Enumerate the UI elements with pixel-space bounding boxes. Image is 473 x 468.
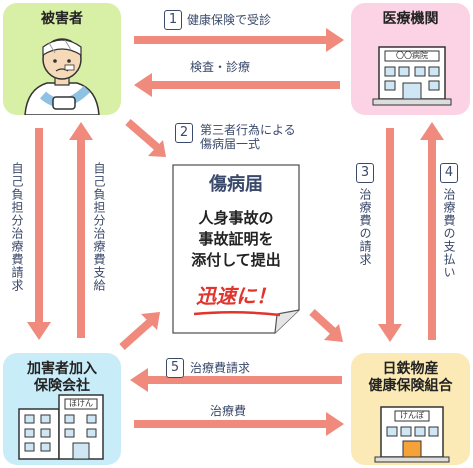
step-4-badge: 4 (440, 163, 458, 183)
injured-person-icon (24, 38, 100, 115)
step-1-badge: 1 (164, 10, 182, 30)
document-stamp: 迅速に！ (196, 284, 276, 308)
left-up-label: 自己負担分治療費支給 (92, 162, 106, 292)
step-5-label: 治療費請求 (190, 361, 251, 375)
left-down-label: 自己負担分治療費請求 (10, 162, 24, 292)
arrow-victim-to-medical (134, 28, 344, 52)
arrow-medical-to-kumiai (378, 128, 402, 342)
arrow-insurer-to-kumiai (134, 412, 344, 436)
arrow-insurer-to-victim (69, 122, 93, 338)
kumiai-node: 日鉄物産 健康保険組合 けんぽ (351, 353, 470, 465)
step-1-label: 健康保険で受診 (187, 13, 272, 27)
arrow-document-to-kumiai (309, 309, 343, 342)
step-3-label: 治療費の請求 (358, 188, 372, 266)
document-body: 人身事故の 事故証明を 添付して提出 (191, 209, 281, 269)
insurer-node: 加害者加入 保険会社 ほけん (3, 353, 121, 465)
step-2-label: 第三者行為による 傷病届一式 (200, 123, 296, 151)
stamp-underline (193, 310, 281, 317)
document-title: 傷病届 (209, 174, 263, 195)
treatment-fee-label: 治療費 (210, 404, 247, 418)
kumiai-sign: けんぽ (400, 411, 424, 420)
kumiai-building-icon (374, 406, 450, 463)
hospital-building-icon (372, 46, 452, 106)
arrow-kumiai-to-insurer (130, 368, 342, 392)
victim-node: 被害者 (3, 3, 121, 115)
hospital-sign: 〇〇病院 (396, 51, 428, 60)
step-4-label: 治療費の支払い (442, 188, 456, 279)
medical-node: 医療機関 〇〇病院 (351, 3, 470, 115)
victim-title: 被害者 (41, 11, 83, 27)
medical-title: 医療機関 (382, 11, 439, 27)
arrow-victim-to-document (125, 118, 166, 157)
step-3-badge: 3 (356, 163, 374, 183)
kumiai-title: 日鉄物産 健康保険組合 (368, 361, 453, 394)
step-2-badge: 2 (175, 123, 193, 143)
insurance-building-icon (18, 394, 104, 460)
exam-treatment-label: 検査・診療 (190, 60, 251, 74)
arrow-insurer-to-document (119, 312, 160, 350)
injury-report-document: 傷病届 人身事故の 事故証明を 添付して提出 迅速に！ (172, 164, 300, 334)
arrow-medical-to-victim (134, 73, 340, 97)
insurer-sign: ほけん (69, 399, 93, 408)
document-paper-shape (172, 164, 300, 334)
arrow-victim-to-insurer (27, 128, 51, 340)
arrow-kumiai-to-medical (420, 122, 444, 340)
insurer-title: 加害者加入 保険会社 (27, 361, 97, 394)
step-5-badge: 5 (166, 358, 184, 378)
